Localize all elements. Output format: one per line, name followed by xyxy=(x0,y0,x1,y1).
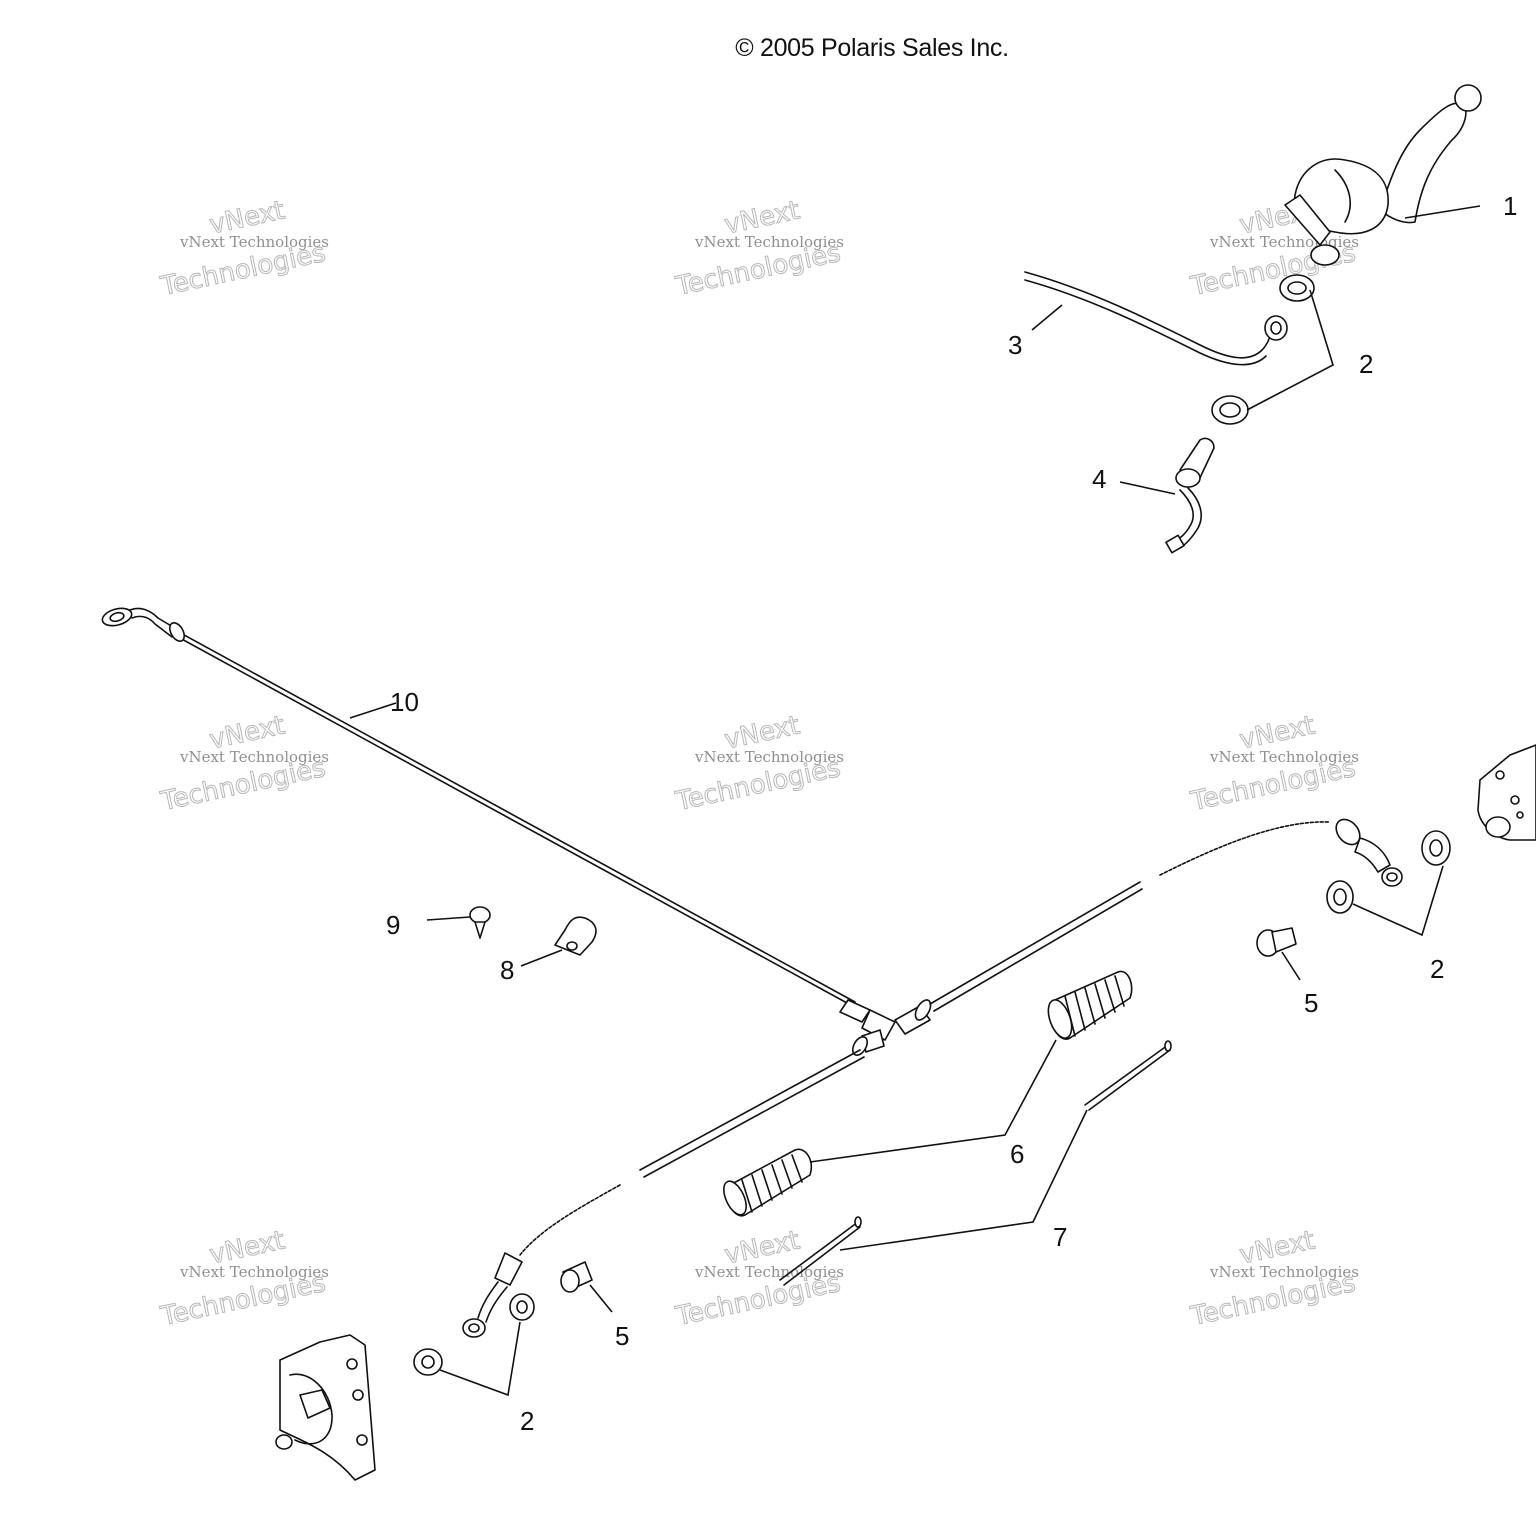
part-pin-upper xyxy=(1084,1040,1172,1111)
copyright-text: © 2005 Polaris Sales Inc. xyxy=(735,34,1009,62)
part-bolt-5-lower xyxy=(560,1261,593,1293)
watermarks: vNext vNext Technologies Technologies vN… xyxy=(157,195,1359,1333)
part-brake-line-lower xyxy=(462,1049,865,1338)
part-grip-upper xyxy=(1047,970,1133,1040)
part-grip-lower xyxy=(723,1148,813,1217)
callout-3: 3 xyxy=(1008,330,1022,360)
watermark-4: vNext vNext Technologies Technologies xyxy=(157,710,329,818)
part-washer-right-b xyxy=(1326,880,1354,914)
part-brake-line-long xyxy=(101,607,859,1010)
callout-5-right: 5 xyxy=(1304,988,1318,1018)
svg-text:vNext Technologies: vNext Technologies xyxy=(179,1263,329,1281)
part-bolt-9 xyxy=(469,906,491,939)
part-caliper-left xyxy=(275,1334,376,1481)
part-washer-lower-b xyxy=(413,1348,443,1376)
watermark-8: vNext vNext Technologies Technologies xyxy=(672,1225,844,1333)
watermark-6: vNext vNext Technologies Technologies xyxy=(1187,710,1359,818)
svg-text:vNext Technologies: vNext Technologies xyxy=(1209,1263,1359,1281)
callout-6: 6 xyxy=(1010,1139,1024,1169)
part-brake-line-right xyxy=(929,818,1403,1012)
watermark-small: vNext Technologies xyxy=(179,233,329,251)
svg-text:vNext Technologies: vNext Technologies xyxy=(694,233,844,251)
part-washer-upper-b xyxy=(1211,395,1249,425)
part-brake-line-upper xyxy=(1024,271,1288,366)
part-brake-switch xyxy=(1165,437,1215,554)
callout-2-upper: 2 xyxy=(1359,349,1373,379)
callout-2-right: 2 xyxy=(1430,954,1444,984)
watermark-7: vNext vNext Technologies Technologies xyxy=(157,1225,329,1333)
callout-1: 1 xyxy=(1503,191,1517,221)
svg-text:vNext Technologies: vNext Technologies xyxy=(694,748,844,766)
callout-8: 8 xyxy=(500,955,514,985)
part-clamp-8 xyxy=(554,916,597,956)
watermark-9: vNext vNext Technologies Technologies xyxy=(1187,1225,1359,1333)
callout-9: 9 xyxy=(386,910,400,940)
part-master-cylinder-lever xyxy=(1284,84,1482,266)
leader-lines xyxy=(349,205,1481,1397)
callout-2-lower: 2 xyxy=(520,1406,534,1436)
watermark-1: vNext vNext Technologies Technologies xyxy=(157,195,329,303)
part-bolt-5-right xyxy=(1256,927,1297,957)
watermark-2: vNext vNext Technologies Technologies xyxy=(672,195,844,303)
part-caliper-right xyxy=(1477,744,1536,841)
callout-7: 7 xyxy=(1053,1222,1067,1252)
callout-4: 4 xyxy=(1092,464,1106,494)
part-washer-right-a xyxy=(1421,830,1451,866)
part-t-junction xyxy=(839,999,932,1056)
svg-text:vNext Technologies: vNext Technologies xyxy=(1209,748,1359,766)
callout-5-lower: 5 xyxy=(615,1321,629,1351)
callout-10: 10 xyxy=(390,687,419,717)
svg-text:vNext Technologies: vNext Technologies xyxy=(179,748,329,766)
part-washer-lower-a xyxy=(509,1293,535,1321)
watermark-5: vNext vNext Technologies Technologies xyxy=(672,710,844,818)
part-washer-upper-a xyxy=(1279,274,1315,302)
callout-numbers: 1 2 3 4 2 10 9 8 2 5 6 7 5 xyxy=(386,191,1517,1436)
part-pin-lower xyxy=(779,1216,862,1286)
